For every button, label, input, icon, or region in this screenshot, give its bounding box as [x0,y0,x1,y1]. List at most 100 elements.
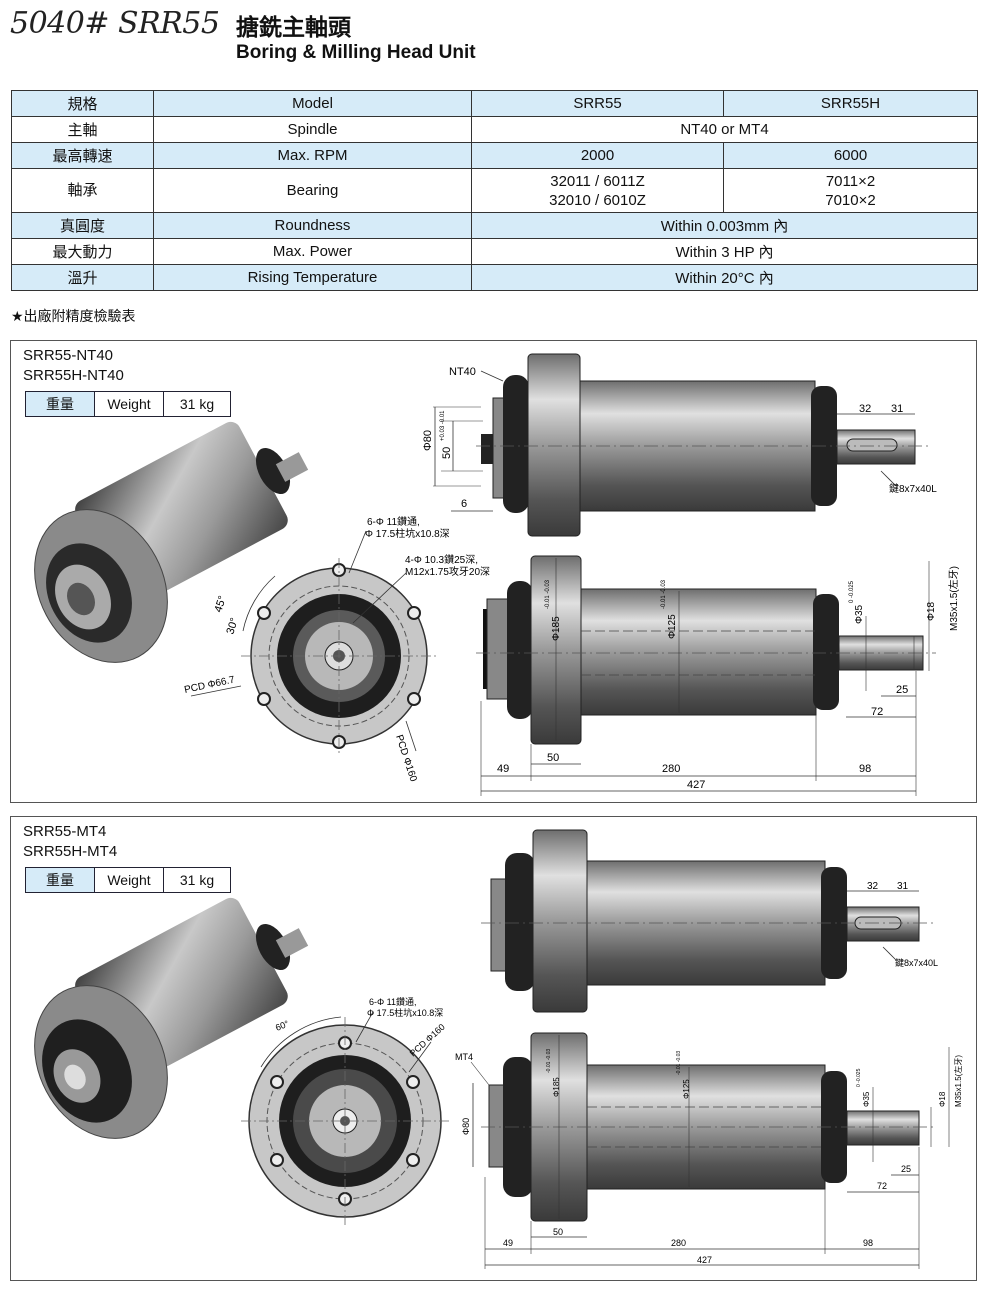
dim-427: 427 [697,1255,712,1265]
cell-spindle: NT40 or MT4 [471,116,978,143]
model-number: 5040# SRR55 [10,6,220,41]
dim-d125-tol: -0.01 -0.03 [676,1051,682,1075]
dim-d35: Φ35 [854,604,865,624]
cell-temperature: Within 20°C 內 [471,264,978,291]
row-label-cn: 真圓度 [11,212,154,239]
row-label-cn: 規格 [11,90,154,117]
table-row: 規格 Model SRR55 SRR55H [11,90,978,117]
dim-d185-tol: -0.01 -0.03 [546,1049,552,1073]
table-row: 真圓度 Roundness Within 0.003mm 內 [11,212,978,239]
dim-d35-tol: 0 -0.025 [856,1068,862,1087]
dim-nt40: NT40 [449,366,476,378]
dim-d125: Φ125 [667,614,678,639]
dim-280: 280 [671,1238,686,1248]
row-label-en: Spindle [153,116,472,143]
dim-d185: Φ185 [552,1077,561,1097]
technical-drawing-nt40: NT40 Φ80 50 +0.03 -0.01 6 32 31 鍵8x7x40L… [34,353,960,796]
row-label-cn: 溫升 [11,264,154,291]
side-view-bottom [470,1032,950,1269]
drawing-panel-nt40: NT40 Φ80 50 +0.03 -0.01 6 32 31 鍵8x7x40L… [10,340,977,803]
title-chinese: 搪銑主軸頭 [236,15,351,41]
dim-d18: Φ18 [938,1091,947,1107]
dim-mt4: MT4 [455,1052,473,1062]
dim-m35: M35x1.5(左牙) [953,1055,963,1107]
dim-pcd160: PCD Φ160 [393,734,419,784]
side-view-top [433,353,931,537]
technical-drawing-mt4: MT4 Φ80 32 31 鍵8x7x40L 6-Φ 11鑽通, Φ 17.5柱… [34,829,963,1269]
dim-m35: M35x1.5(左牙) [947,566,960,631]
row-label-cn: 軸承 [11,168,154,213]
dim-pcd160: PCD Φ160 [408,1022,447,1059]
dim-30deg: 30° [224,616,241,636]
dim-d185-tol: -0.01 -0.03 [545,579,551,609]
side-view-top [481,829,936,1013]
dim-49: 49 [503,1238,513,1248]
cell-roundness: Within 0.003mm 內 [471,212,978,239]
isometric-view [34,421,309,663]
bearing-line: 32010 / 6010Z [549,191,646,209]
dim-49: 49 [497,763,509,775]
dim-d35-tol: 0 -0.025 [849,580,855,603]
weight-label-en: Weight [95,868,164,892]
weight-value: 31 kg [179,396,215,412]
weight-label-cn: 重量 [26,868,95,892]
variant-name: SRR55-NT40 [23,347,114,364]
cell-srr55: SRR55 [471,90,724,117]
row-label-en: Model [153,90,472,117]
dim-d125-tol: -0.01 -0.03 [661,579,667,609]
dim-d125: Φ125 [682,1079,691,1099]
table-row: 最高轉速 Max. RPM 2000 6000 [11,142,978,169]
inspection-note: ★出廠附精度檢驗表 [11,309,136,325]
bearing-line: 7010×2 [825,191,876,209]
dim-pcd667: PCD Φ66.7 [183,674,236,696]
row-label-cn: 最大動力 [11,238,154,265]
weight-box: 重量 Weight 31 kg [25,391,231,417]
dim-72: 72 [877,1181,887,1191]
dim-tap-a: 4-Φ 10.3鑽25深, [405,553,478,566]
row-label-en: Bearing [153,168,472,213]
weight-value: 31 kg [179,872,215,888]
row-label-en: Roundness [153,212,472,239]
dim-50: 50 [547,752,559,764]
dim-6: 6 [461,498,467,510]
weight-box: 重量 Weight 31 kg [25,867,231,893]
isometric-view [34,897,309,1139]
variant-name: SRR55H-MT4 [23,843,118,860]
bearing-line: 32011 / 6011Z [550,172,645,190]
dim-d35: Φ35 [862,1091,871,1107]
weight-label-en: Weight [95,392,164,416]
dim-d80: Φ80 [461,1118,471,1135]
dim-32: 32 [867,881,879,892]
dim-holes-a: 6-Φ 11鑽通, [367,515,420,528]
dim-31: 31 [897,881,909,892]
dim-holes-b: Φ 17.5柱坑x10.8深 [365,527,450,540]
row-label-en: Rising Temperature [153,264,472,291]
spec-table: 規格 Model SRR55 SRR55H 主軸 Spindle NT40 or… [11,90,978,291]
variant-name: SRR55-MT4 [23,823,107,840]
dim-d80: Φ80 [422,430,434,451]
dim-25: 25 [896,684,908,696]
dim-98: 98 [863,1238,873,1248]
row-label-cn: 最高轉速 [11,142,154,169]
bearing-line: 7011×2 [825,172,876,190]
dim-98: 98 [859,763,871,775]
dim-d185: Φ185 [551,616,562,641]
dim-d50: 50 [441,447,453,459]
cell-rpm-srr55h: 6000 [723,142,978,169]
dim-45deg: 45° [212,594,229,614]
dim-31: 31 [891,403,903,415]
cell-srr55h: SRR55H [723,90,978,117]
table-row: 主軸 Spindle NT40 or MT4 [11,116,978,143]
title-english: Boring & Milling Head Unit [236,42,476,63]
dim-25: 25 [901,1164,911,1174]
dim-key: 鍵8x7x40L [895,957,938,968]
dim-427: 427 [687,779,705,791]
row-label-cn: 主軸 [11,116,154,143]
weight-label-cn: 重量 [26,392,95,416]
dim-tap-b: M12x1.75攻牙20深 [405,565,490,578]
dim-60deg: 60° [274,1018,291,1033]
dim-280: 280 [662,763,680,775]
